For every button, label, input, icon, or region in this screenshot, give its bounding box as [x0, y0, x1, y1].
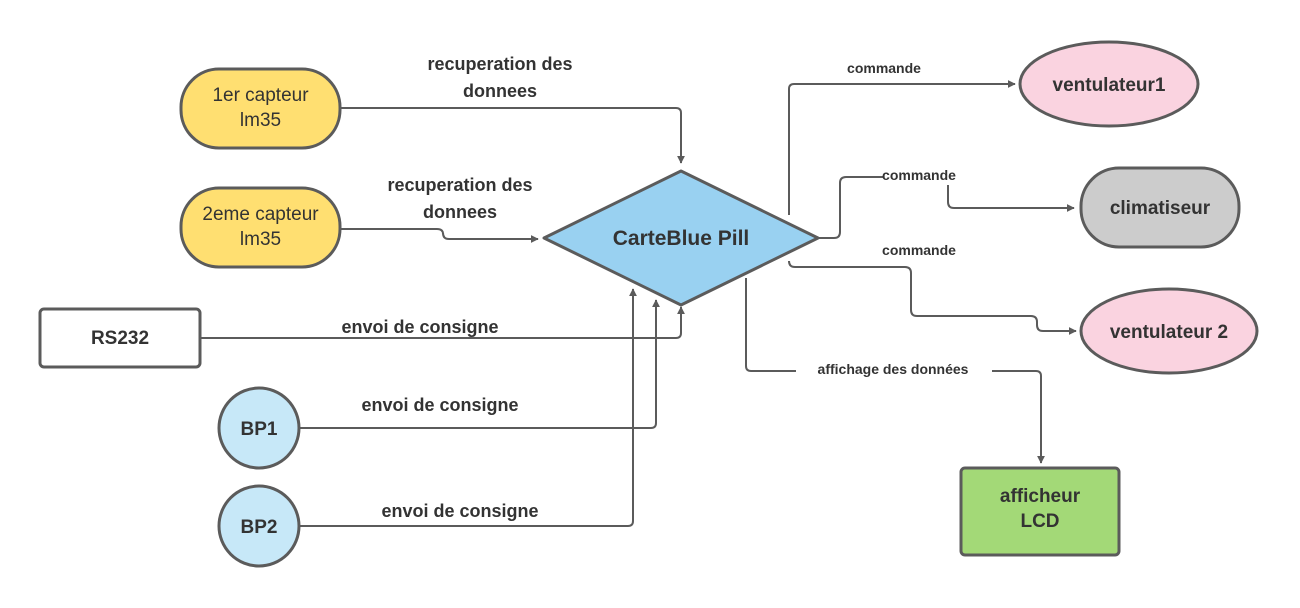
node-capteur2-shape [179, 186, 342, 269]
edge-carte-to-ventulateur1 [788, 80, 1016, 215]
node-rs232-shape [38, 307, 202, 369]
node-bp2: BP2 [217, 484, 301, 568]
node-afficheur-line1: afficheur [1000, 486, 1081, 507]
node-climatiseur: climatiseur [1079, 166, 1241, 249]
node-rs232-label: RS232 [91, 328, 149, 349]
edge-label-bp1: envoi de consigne [361, 395, 518, 415]
edge-label-capteur1-line2: donnees [463, 81, 537, 101]
node-bp1: BP1 [217, 386, 301, 470]
node-rs232: RS232 [38, 307, 202, 369]
edge-bp1-to-carte [300, 299, 660, 429]
node-bp1-shape [217, 386, 301, 470]
edge-carte-to-climatiseur [818, 176, 1075, 239]
node-bp2-label: BP2 [241, 517, 278, 538]
node-bp1-label: BP1 [241, 419, 278, 440]
node-climatiseur-label: climatiseur [1110, 198, 1211, 219]
edge-capteur1-to-carte [340, 107, 685, 164]
node-ventulateur1-label: ventulateur1 [1053, 75, 1166, 96]
edge-label-capteur2-line2: donnees [423, 202, 497, 222]
edge-bp2-to-carte [300, 288, 637, 527]
node-capteur1: 1er capteur lm35 [179, 67, 342, 150]
edge-capteur2-to-carte [340, 228, 539, 243]
node-capteur1-shape [179, 67, 342, 150]
node-ventulateur2: ventulateur 2 [1079, 287, 1259, 375]
node-capteur2: 2eme capteur lm35 [179, 186, 342, 269]
edge-label-vent1: commande [847, 60, 921, 76]
node-bp2-shape [217, 484, 301, 568]
edge-label-capteur1: recuperation des donnees [400, 50, 600, 102]
edge-label-clim: commande [882, 165, 956, 185]
node-carte-label: CarteBlue Pill [613, 227, 750, 250]
node-ventulateur2-label: ventulateur 2 [1110, 322, 1228, 343]
node-ventulateur2-shape [1079, 287, 1259, 375]
node-carte: CarteBlue Pill [542, 169, 820, 307]
edge-carte-to-ventulateur2 [788, 260, 1077, 335]
node-afficheur-shape [959, 466, 1121, 557]
node-capteur2-line2: lm35 [240, 229, 281, 250]
node-capteur2-line1: 2eme capteur [202, 204, 319, 225]
edge-label-capteur2: recuperation des donnees [362, 172, 558, 224]
node-carte-shape [542, 169, 820, 307]
node-ventulateur1-shape [1018, 40, 1200, 128]
node-ventulateur1: ventulateur1 [1018, 40, 1200, 128]
edge-label-capteur1-line1: recuperation des [427, 54, 572, 74]
node-afficheur-line2: LCD [1020, 511, 1059, 532]
edge-rs232-to-carte [201, 306, 685, 339]
node-capteur1-line1: 1er capteur [212, 85, 309, 106]
edge-label-bp2: envoi de consigne [381, 501, 538, 521]
edge-label-rs232: envoi de consigne [341, 317, 498, 337]
node-climatiseur-shape [1079, 166, 1241, 249]
edge-label-vent2: commande [882, 242, 956, 258]
node-capteur1-line2: lm35 [240, 110, 281, 131]
edge-label-clim-text: commande [882, 167, 956, 183]
edge-label-capteur2-line1: recuperation des [387, 175, 532, 195]
edge-label-lcd: affichage des données [796, 359, 992, 379]
edge-label-lcd-text: affichage des données [818, 361, 969, 377]
node-afficheur: afficheur LCD [959, 466, 1121, 557]
